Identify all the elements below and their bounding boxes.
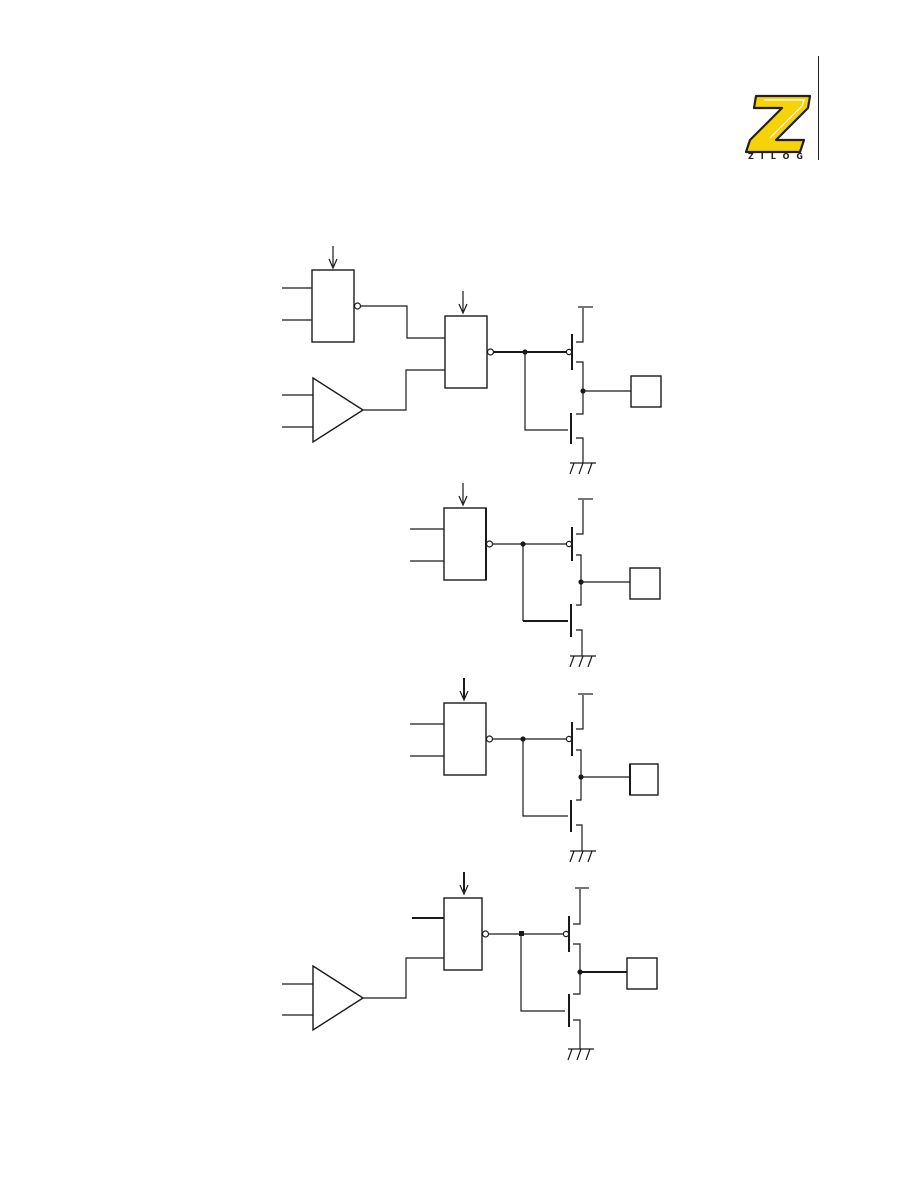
- stage-2: [410, 483, 661, 668]
- stage-4-comparator: [282, 957, 444, 1032]
- stage-2-gate: [410, 483, 494, 581]
- zilog-z-logo-icon: [744, 94, 812, 154]
- stage-1: [282, 246, 662, 475]
- stage-3-output-driver: [493, 693, 659, 863]
- stage-3: [410, 678, 659, 863]
- stage-1-comparator: [282, 369, 445, 444]
- stage-2-output-driver: [493, 498, 661, 668]
- stage-1-pre-gate: [282, 246, 445, 343]
- stage-4: [282, 872, 658, 1061]
- stage-4-output-driver: [489, 887, 658, 1061]
- header-rule: [818, 56, 819, 160]
- stage-3-gate: [410, 678, 494, 776]
- stage-1-output-driver: [494, 306, 662, 475]
- stage-4-gate: [412, 872, 490, 971]
- logo-wordmark: ZILOG: [748, 152, 810, 161]
- stage-1-gate: [444, 291, 495, 389]
